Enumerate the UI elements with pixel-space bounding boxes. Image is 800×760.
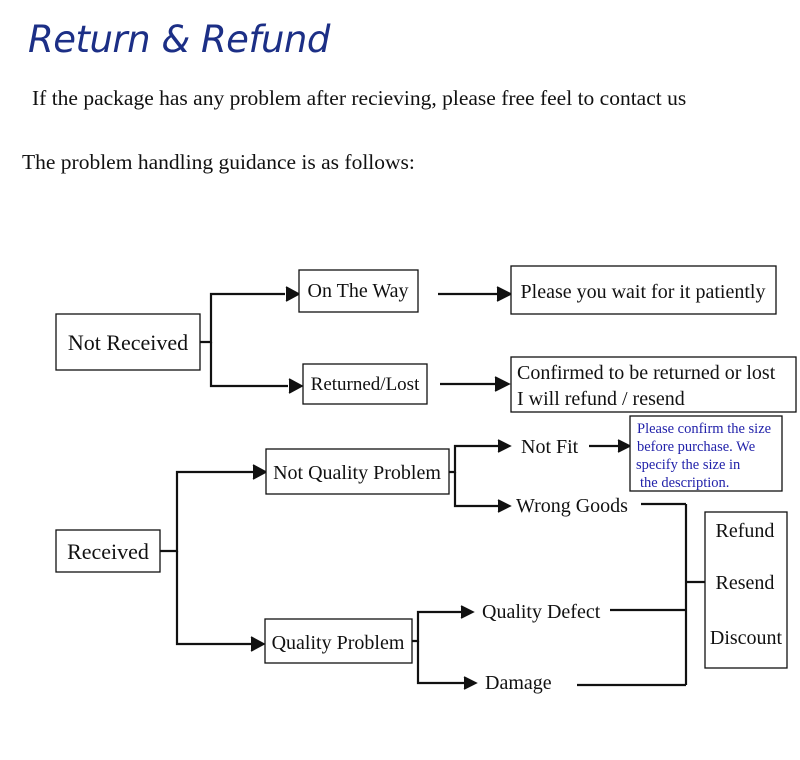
refund-resend-line-2: I will refund / resend: [517, 388, 685, 410]
arrow-head: [460, 605, 475, 619]
arrow-head: [497, 439, 512, 453]
connector-received-to-quality: [175, 551, 251, 646]
refund-resend-box: [510, 356, 797, 413]
guidance-text: The problem handling guidance is as foll…: [22, 150, 415, 174]
received-label: Received: [67, 539, 149, 564]
arrow-head: [250, 636, 266, 652]
quality-problem-label: Quality Problem: [272, 632, 405, 654]
size-note-line-3: specify the size in: [636, 457, 741, 473]
wait-patiently-box: [510, 265, 777, 315]
wait-patiently-label: Please you wait for it patiently: [521, 281, 766, 303]
arrow-head: [497, 499, 512, 513]
solution-discount: Discount: [710, 627, 783, 649]
solution-refund: Refund: [716, 520, 775, 542]
not-received-label: Not Received: [68, 330, 188, 355]
solutions-box: [704, 511, 788, 669]
refund-resend-line-1: Confirmed to be returned or lost: [517, 362, 776, 384]
page-title: Return & Refund: [28, 18, 330, 61]
size-note-box: [629, 415, 783, 492]
arrow-head: [494, 376, 511, 392]
not-quality-problem-label: Not Quality Problem: [273, 462, 441, 484]
received-box: [55, 529, 161, 573]
connector-to-wrong-goods: [453, 472, 498, 508]
not-received-branch: Not Received On The Way Please you wait …: [55, 265, 797, 413]
damage-label: Damage: [485, 672, 552, 694]
connector-to-damage: [416, 641, 464, 685]
wrong-goods-label: Wrong Goods: [516, 495, 628, 517]
connector-to-quality-defect: [412, 610, 461, 643]
quality-defect-label: Quality Defect: [482, 601, 601, 623]
arrow-head: [617, 439, 632, 453]
connector-not-received-to-on-the-way: [200, 292, 285, 344]
connector-not-received-to-returned-lost: [209, 342, 288, 388]
received-branch: Received Not Quality Problem Not Fit Ple…: [55, 415, 788, 694]
intro-text: If the package has any problem after rec…: [32, 86, 687, 110]
not-quality-problem-box: [265, 448, 450, 495]
on-the-way-label: On The Way: [308, 280, 409, 302]
connector-received-to-not-quality: [160, 470, 253, 553]
arrow-head: [288, 378, 304, 394]
on-the-way-box: [298, 269, 419, 313]
arrow-head: [496, 286, 513, 302]
returned-lost-label: Returned/Lost: [311, 374, 420, 395]
arrow-head: [285, 286, 301, 302]
quality-problem-box: [264, 618, 413, 664]
size-note-line-4: the description.: [640, 475, 729, 491]
not-fit-label: Not Fit: [521, 436, 579, 458]
arrow-head: [463, 676, 478, 690]
connector-to-not-fit: [449, 444, 498, 474]
solution-resend: Resend: [716, 572, 775, 594]
size-note-line-1: Please confirm the size: [637, 421, 771, 437]
arrow-head: [252, 464, 268, 480]
size-note-line-2: before purchase. We: [637, 439, 755, 455]
returned-lost-box: [302, 363, 428, 405]
